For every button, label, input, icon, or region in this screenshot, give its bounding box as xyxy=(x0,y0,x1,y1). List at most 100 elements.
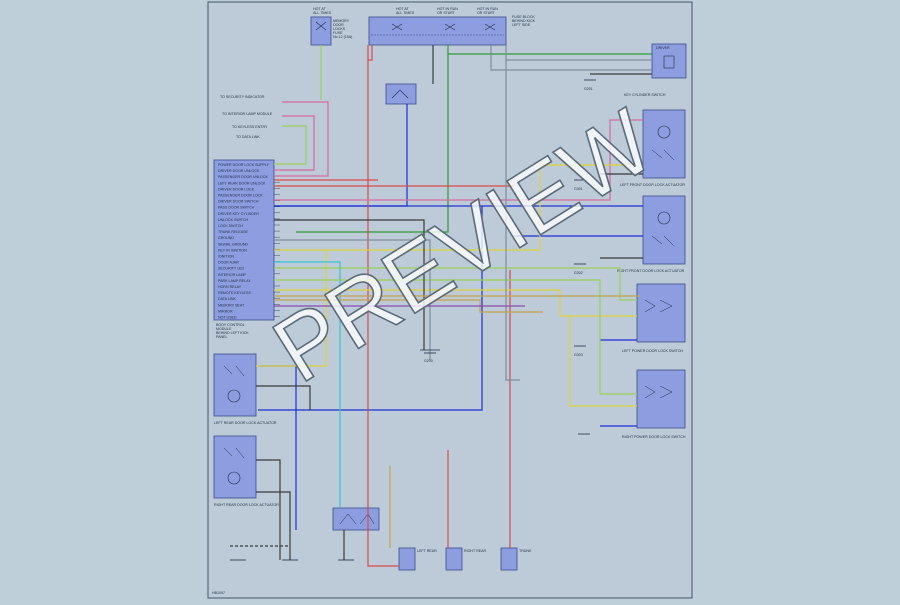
bottom-actuator-0: LEFT REAR xyxy=(398,547,437,571)
wire-gray-1 xyxy=(490,45,652,71)
fuse-panel-top: HOT AT ALL TIMES HOT IN RUN OR START HOT… xyxy=(368,7,536,46)
left-module-pin-9: UNLOCK SWITCH xyxy=(218,218,249,222)
left-module-pin-11: TRUNK RELEASE xyxy=(218,230,249,234)
fuse-panel-col-1: HOT IN RUN xyxy=(437,7,458,11)
left-module-pin-7: PASS DOOR SWITCH xyxy=(218,206,255,210)
left-output-1: TO INTERIOR LAMP MODULE xyxy=(222,112,273,116)
wire-black-5 xyxy=(256,459,281,560)
fuse-panel-col-0-sub: ALL TIMES xyxy=(396,11,415,15)
left-module-title-2: BEHIND LEFT KICK xyxy=(216,331,249,335)
wire-black-3 xyxy=(256,385,311,410)
footer-code: HB1097 xyxy=(212,591,225,595)
wire-black-4 xyxy=(256,491,291,560)
left-module-pin-21: REMOTE KEYLESS xyxy=(218,291,251,295)
fuse-top-left-line-0: HOT AT xyxy=(313,7,326,11)
ground-0: G200 xyxy=(420,349,440,363)
left-bottom-module-1-sub: RIGHT REAR DOOR LOCK ACTUATOR xyxy=(214,503,279,507)
wire-pink-2 xyxy=(274,115,315,171)
ground-2-label: G301 xyxy=(574,187,583,191)
bottom-actuator-1: RIGHT REAR xyxy=(445,547,487,571)
left-module-pin-2: PASSENGER DOOR UNLOCK xyxy=(218,175,268,179)
right-module-3-sub: LEFT POWER DOOR LOCK SWITCH xyxy=(622,349,683,353)
left-module-pin-20: HORN RELAY xyxy=(218,285,242,289)
wire-red-1 xyxy=(367,45,399,567)
fuse-top-left-line-7: No.12 (15A) xyxy=(333,35,352,39)
wire-gray-3 xyxy=(505,60,520,381)
left-module-pin-25: NOT USED xyxy=(218,316,237,320)
fuse-panel-col-0: HOT AT xyxy=(396,7,409,11)
left-module-pin-0: POWER DOOR LOCK SUPPLY xyxy=(218,163,270,167)
fuse-panel-col-2-sub: OR START xyxy=(477,11,496,15)
wire-red-top xyxy=(368,45,373,61)
left-module-pin-10: LOCK SWITCH xyxy=(218,224,243,228)
relay-top xyxy=(385,83,417,105)
ground-3-label: G302 xyxy=(574,271,583,275)
ground-4: G303 xyxy=(574,345,586,357)
ground-1-label: G201 xyxy=(584,87,593,91)
right-module-1-sub: LEFT FRONT DOOR LOCK ACTUATOR xyxy=(620,183,685,187)
wire-gray-4 xyxy=(274,239,431,360)
left-module-pin-1: DRIVER DOOR UNLOCK xyxy=(218,169,260,173)
left-module-pin-12: GROUND xyxy=(218,236,234,240)
ground-0-label: G200 xyxy=(424,359,433,363)
right-module-4: RIGHT POWER DOOR LOCK SWITCH xyxy=(622,369,686,439)
wire-lgreen-1 xyxy=(274,125,307,165)
left-module-pin-6: DRIVER DOOR SWITCH xyxy=(218,200,259,204)
bottom-actuator-2-title-0: TRUNK xyxy=(519,549,532,553)
wires xyxy=(230,45,652,567)
wire-green-top xyxy=(447,45,652,55)
wire-yellow-1 xyxy=(274,164,643,251)
right-module-2: RIGHT FRONT DOOR LOCK ACTUATOR xyxy=(617,195,686,273)
fuse-panel-title-0: FUSE BLOCK xyxy=(512,15,535,19)
left-module-pin-17: SECURITY LED xyxy=(218,267,244,271)
fuse-top-left: HOT AT ALL TIMES MEMORY DOOR LOCKS FUSE … xyxy=(310,7,352,46)
left-module-pin-18: INTERIOR LAMP xyxy=(218,273,247,277)
right-module-0-sub: KEY CYLINDER SWITCH xyxy=(624,93,666,97)
left-module-pin-19: PARK LAMP RELAY xyxy=(218,279,251,283)
left-output-0: TO SECURITY INDICATOR xyxy=(220,95,265,99)
left-module-title-1: MODULE xyxy=(216,327,232,331)
fuse-panel-col-2: HOT IN RUN xyxy=(477,7,498,11)
left-module-pin-8: DRIVER KEY CYLINDER xyxy=(218,212,259,216)
wire-blue-right2 xyxy=(258,206,483,411)
left-module-pin-23: MEMORY SEAT xyxy=(218,303,245,307)
bottom-switch xyxy=(332,507,380,531)
bottom-actuator-2: TRUNK xyxy=(500,547,532,571)
fuse-panel-title-2: LEFT SIDE xyxy=(512,23,531,27)
left-module-pin-13: SIGNAL GROUND xyxy=(218,242,248,246)
wire-pink-3 xyxy=(274,119,643,201)
ground-1: G201 xyxy=(584,79,596,91)
right-module-4-sub: RIGHT POWER DOOR LOCK SWITCH xyxy=(622,435,686,439)
left-module-pin-16: DOOR AJAR xyxy=(218,261,239,265)
fuse-top-left-line-6: FUSE xyxy=(333,31,343,35)
right-module-1: LEFT FRONT DOOR LOCK ACTUATOR xyxy=(620,109,686,187)
wire-yellow-4 xyxy=(569,316,637,407)
left-module-pin-22: DATA LINK xyxy=(218,297,236,301)
wire-green-vert xyxy=(296,54,449,233)
left-output-3: TO DATA LINK xyxy=(236,135,260,139)
left-module-pin-14: KEY IN IGNITION xyxy=(218,248,247,252)
right-module-0: DRIVER KEY CYLINDER SWITCH xyxy=(624,43,687,97)
right-module-2-sub: RIGHT FRONT DOOR LOCK ACTUATOR xyxy=(617,269,685,273)
left-output-2: TO KEYLESS ENTRY xyxy=(232,125,268,129)
left-outputs: TO SECURITY INDICATOR TO INTERIOR LAMP M… xyxy=(220,95,273,139)
fuse-panel-title-1: BEHIND KICK xyxy=(512,19,536,23)
wire-pink-1 xyxy=(274,101,329,177)
wire-lgreen-2 xyxy=(274,267,637,301)
fuse-top-left-line-4: DOOR xyxy=(333,23,344,27)
right-module-3: LEFT POWER DOOR LOCK SWITCH xyxy=(622,283,686,353)
bottom-actuator-0-title-0: LEFT REAR xyxy=(417,549,437,553)
wire-yellow-3 xyxy=(274,289,637,317)
fuse-top-left-line-5: LOCKS xyxy=(333,27,346,31)
right-module-0-title-0: DRIVER xyxy=(656,46,670,50)
wire-cyan-1 xyxy=(274,261,341,508)
left-module: POWER DOOR LOCK SUPPLY DRIVER DOOR UNLOCK… xyxy=(213,159,280,339)
left-bottom-module-0-sub: LEFT REAR DOOR LOCK ACTUATOR xyxy=(214,421,277,425)
bottom-actuator-1-title-0: RIGHT REAR xyxy=(464,549,487,553)
left-module-pin-24: MIRROR xyxy=(218,309,233,313)
ground-4-label: G303 xyxy=(574,353,583,357)
left-module-title-0: BODY CONTROL xyxy=(216,323,245,327)
wire-black-2 xyxy=(274,219,425,350)
wire-yellow-2 xyxy=(256,250,327,367)
